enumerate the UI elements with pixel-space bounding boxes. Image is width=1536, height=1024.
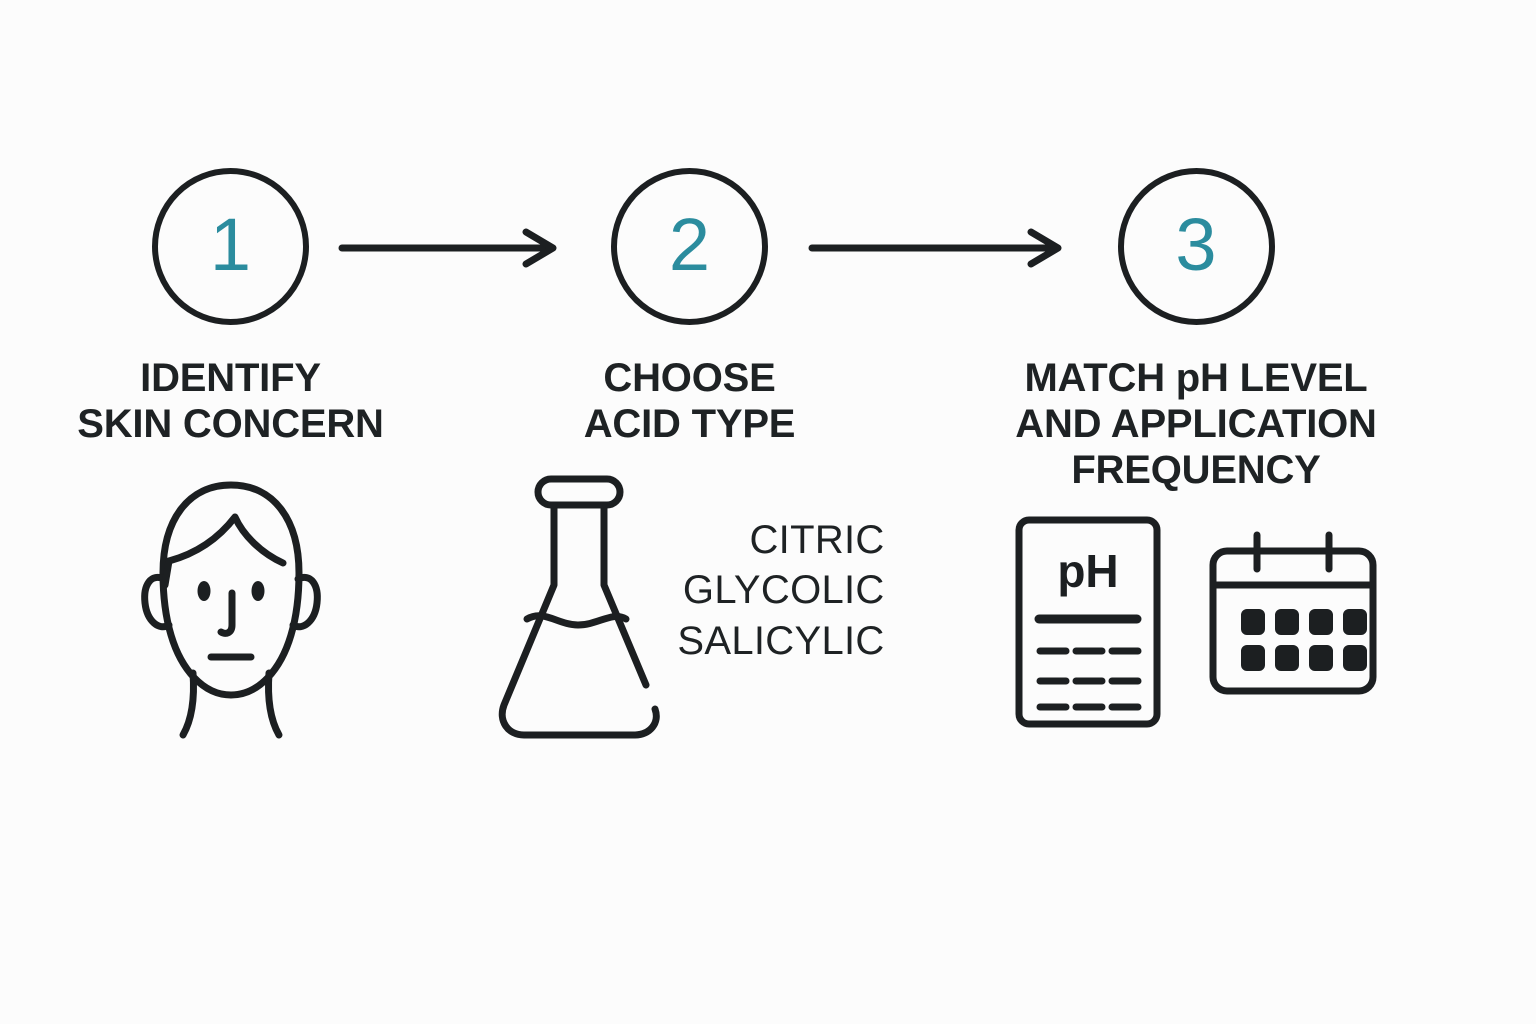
step-1-number-badge: 1 <box>152 168 309 325</box>
step-3-number: 3 <box>1175 202 1217 286</box>
step-2-title: CHOOSE ACID TYPE <box>583 356 796 446</box>
step-1-title: IDENTIFY SKIN CONCERN <box>77 356 384 446</box>
arrow-step1-to-step2 <box>338 228 560 268</box>
face-icon <box>131 473 331 743</box>
step-3-number-badge: 3 <box>1117 168 1275 325</box>
ph-card-label: pH <box>1057 545 1118 597</box>
step-3-icon-row: pH <box>1014 515 1379 729</box>
acid-type-list: CITRIC GLYCOLIC SALICYLIC <box>677 518 885 663</box>
acid-list-item: SALICYLIC <box>677 618 885 663</box>
step-2-number: 2 <box>668 202 711 286</box>
acid-list-item: CITRIC <box>749 518 885 562</box>
step-2-number-badge: 2 <box>611 168 768 325</box>
step-3-title: MATCH pH LEVEL AND APPLICATION FREQUENCY <box>1015 356 1377 492</box>
acid-list-item: GLYCOLIC <box>682 568 885 613</box>
step-1-number: 1 <box>209 202 252 286</box>
flask-icon <box>494 473 669 741</box>
step-3-column: 3 MATCH pH LEVEL AND APPLICATION FREQUEN… <box>940 0 1452 729</box>
calendar-icon <box>1207 529 1379 701</box>
step-1-column: 1 IDENTIFY SKIN CONCERN <box>14 0 447 743</box>
step-1-icon-row <box>131 473 331 743</box>
arrow-step2-to-step3 <box>808 228 1065 268</box>
ph-card-icon: pH <box>1014 515 1162 729</box>
step-2-icon-row: CITRIC GLYCOLIC SALICYLIC <box>494 473 884 741</box>
step-2-column: 2 CHOOSE ACID TYPE CITRIC GLYCOLIC <box>494 0 884 741</box>
